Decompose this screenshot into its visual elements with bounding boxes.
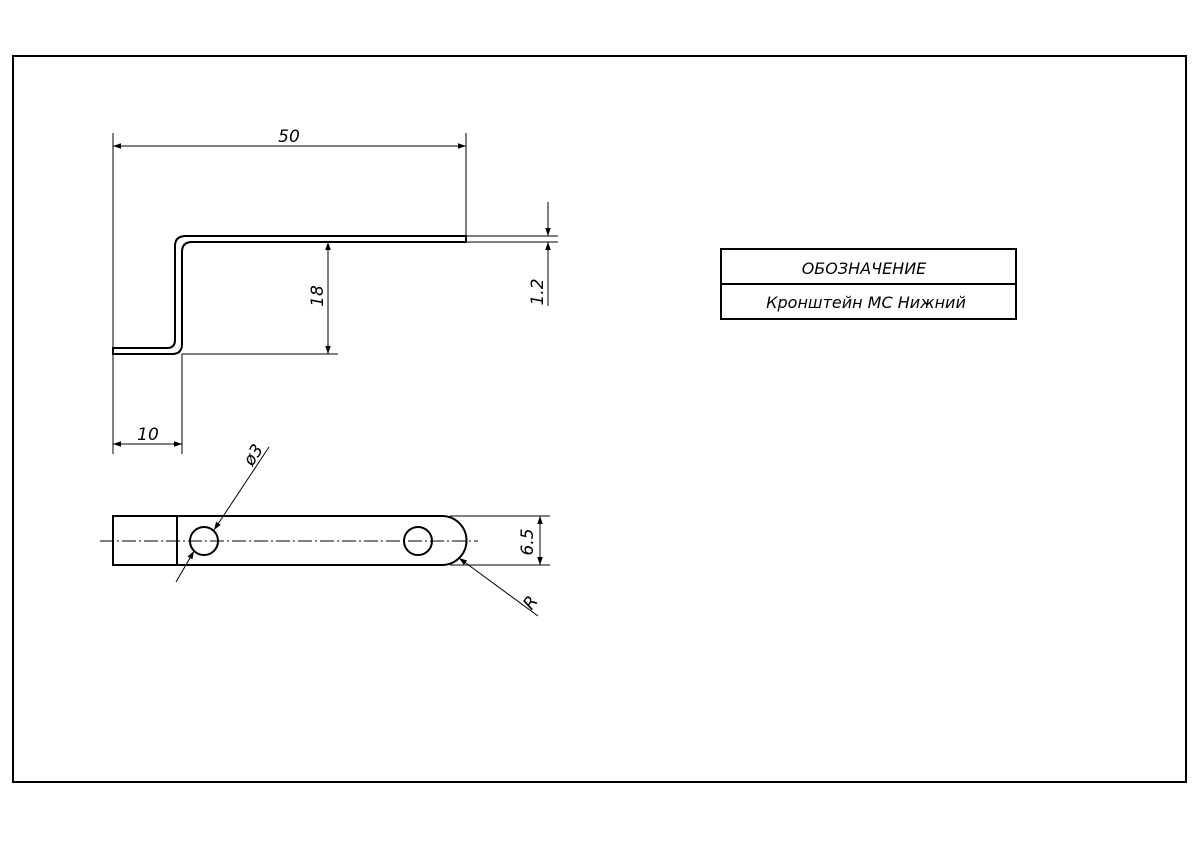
dim-height-label: 18 — [308, 285, 328, 307]
title-part-name: Кронштейн МС Нижний — [766, 293, 966, 312]
dim-flange-length-label: 10 — [137, 425, 159, 445]
dim-width: 6.5 — [450, 515, 550, 566]
dim-overall-length-label: 50 — [278, 127, 300, 147]
side-view — [112, 235, 467, 355]
dim-end-radius-label: R — [519, 592, 542, 613]
bracket-plan-outline — [112, 515, 468, 566]
dim-end-radius: R — [458, 557, 543, 617]
bracket-profile — [112, 235, 467, 355]
dim-hole-diameter-label: ø3 — [239, 441, 268, 471]
title-designation: ОБОЗНАЧЕНИЕ — [802, 259, 927, 278]
dim-thickness-label: 1.2 — [528, 278, 548, 305]
title-block: ОБОЗНАЧЕНИЕ Кронштейн МС Нижний — [720, 248, 1017, 320]
dim-height: 18 — [182, 242, 338, 355]
dim-flange-length: 10 — [112, 354, 183, 454]
mounting-hole-left — [189, 526, 219, 556]
dim-width-label: 6.5 — [518, 528, 538, 555]
drawing-frame — [12, 55, 1187, 783]
mounting-hole-right — [403, 526, 433, 556]
dim-hole-diameter: ø3 — [175, 441, 270, 583]
dim-overall-length: 50 — [112, 127, 467, 348]
top-view — [100, 515, 478, 566]
dim-thickness: 1.2 — [466, 202, 558, 306]
